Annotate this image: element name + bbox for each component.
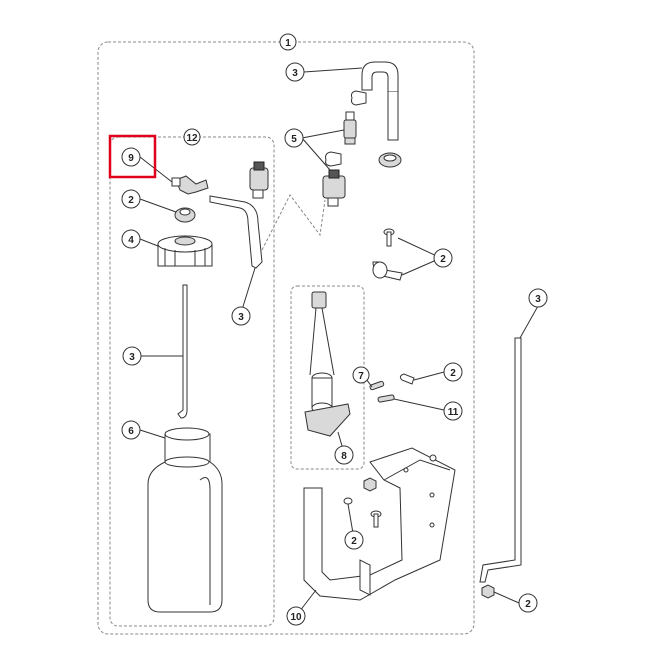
- callout-6: 6: [121, 420, 141, 440]
- svg-text:9: 9: [128, 153, 134, 164]
- callout-4: 4: [121, 229, 141, 249]
- callout-3-d: 3: [528, 288, 548, 308]
- retaining-clip-top: [351, 90, 367, 106]
- screw-right: [383, 228, 395, 247]
- callout-3-c: 3: [122, 346, 142, 366]
- callout-3-b: 3: [231, 306, 251, 326]
- assembly-12-boundary: [109, 136, 275, 627]
- callout-11: 11: [443, 401, 463, 421]
- reservoir-bottle: [147, 427, 223, 613]
- clip-2c: [399, 373, 415, 385]
- svg-text:3: 3: [129, 352, 135, 363]
- callout-12: 12: [183, 128, 201, 146]
- elbow-fitting: [171, 175, 209, 195]
- callout-3-top: 3: [285, 62, 305, 82]
- small-fitting-7: [369, 380, 385, 391]
- callout-1: 1: [279, 33, 297, 51]
- small-fitting-11: [377, 394, 395, 403]
- hose-clamp: [372, 261, 403, 281]
- callout-9: 9: [121, 147, 141, 167]
- callout-2-a: 2: [121, 189, 141, 209]
- callout-10: 10: [286, 606, 306, 626]
- svg-text:7: 7: [358, 371, 364, 382]
- bottle-cap: [157, 235, 213, 267]
- mounting-bracket: [303, 447, 456, 601]
- callout-7: 7: [352, 366, 370, 384]
- callout-5: 5: [284, 128, 304, 148]
- fitting-upper: [343, 111, 357, 145]
- svg-text:2: 2: [351, 536, 357, 547]
- svg-text:3: 3: [535, 294, 541, 305]
- svg-text:8: 8: [341, 451, 347, 462]
- grommet-right: [378, 152, 402, 168]
- tube-u-top: [361, 61, 399, 141]
- screw-bottom-right: [481, 584, 495, 599]
- svg-text:12: 12: [186, 133, 198, 144]
- tube-curved-mid: [209, 195, 263, 269]
- callout-2-c: 2: [443, 362, 463, 382]
- tube-long-right: [479, 337, 522, 583]
- svg-text:3: 3: [238, 312, 244, 323]
- svg-text:3: 3: [292, 68, 298, 79]
- svg-text:10: 10: [290, 612, 302, 623]
- highlight-box-9: [108, 134, 157, 179]
- callout-8: 8: [334, 445, 354, 465]
- connector-lower: [322, 169, 346, 207]
- connector-mid: [249, 161, 269, 199]
- svg-text:6: 6: [128, 426, 134, 437]
- callout-2-e: 2: [518, 593, 538, 613]
- svg-text:2: 2: [450, 368, 456, 379]
- svg-text:4: 4: [128, 235, 134, 246]
- grommet-left: [174, 207, 196, 223]
- nut-bracket: [363, 477, 377, 492]
- pump-assembly: [304, 291, 351, 437]
- svg-text:5: 5: [291, 134, 297, 145]
- svg-text:11: 11: [448, 407, 459, 418]
- svg-text:2: 2: [440, 254, 446, 265]
- callout-2-b: 2: [433, 248, 453, 268]
- svg-text:1: 1: [285, 38, 291, 49]
- svg-text:2: 2: [525, 599, 531, 610]
- callout-2-d: 2: [344, 530, 364, 550]
- retaining-clip-lower: [325, 151, 342, 167]
- pickup-tube: [177, 284, 188, 419]
- hose-route-dashed: [261, 194, 326, 251]
- svg-text:2: 2: [128, 195, 134, 206]
